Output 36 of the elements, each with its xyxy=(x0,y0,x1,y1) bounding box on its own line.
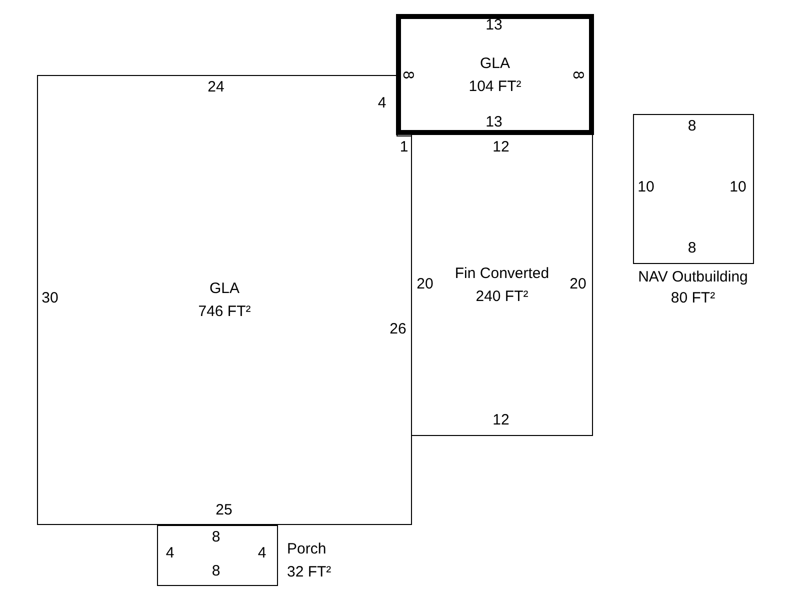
dimension-label: 12 xyxy=(492,140,510,154)
room-outline xyxy=(396,14,594,135)
dimension-label: 30 xyxy=(42,290,58,306)
room-name: Porch xyxy=(287,542,326,556)
dimension-label: 1 xyxy=(400,140,408,154)
room-name: Fin Converted xyxy=(454,264,550,284)
dimension-label: 12 xyxy=(492,412,510,428)
outbuilding-outline xyxy=(633,114,754,264)
area-text: 240 FT² xyxy=(476,287,528,307)
dimension-label: 4 xyxy=(166,546,174,560)
dimension-label: 10 xyxy=(638,180,654,194)
dimension-label: 8 xyxy=(400,70,416,80)
dimension-label: 26 xyxy=(390,322,406,336)
porch-box xyxy=(157,525,278,586)
dimension-label: 4 xyxy=(378,96,386,110)
area-text: 104 FT² xyxy=(468,76,522,96)
dimension-label: 20 xyxy=(570,276,586,292)
dimension-label: 8 xyxy=(212,530,220,544)
room-outline xyxy=(411,134,593,436)
dimension-label: 8 xyxy=(212,564,220,578)
dimension-label: 13 xyxy=(486,18,502,32)
dimension-label: 8 xyxy=(570,70,586,80)
dimension-label: 20 xyxy=(416,276,434,292)
dimension-label: 25 xyxy=(216,502,232,518)
dimension-label: 8 xyxy=(688,240,696,256)
dimension-label: 13 xyxy=(486,114,502,130)
room-name: GLA xyxy=(480,54,510,74)
dimension-label: 24 xyxy=(208,80,224,94)
room-name: GLA xyxy=(209,279,240,299)
room-name: NAV Outbuilding xyxy=(638,270,748,284)
dimension-label: 10 xyxy=(730,180,746,194)
dimension-label: 8 xyxy=(688,118,696,134)
area-text: 746 FT² xyxy=(198,302,251,322)
area-text: 80 FT² xyxy=(670,290,716,306)
area-text: 32 FT² xyxy=(287,564,332,580)
dimension-label: 4 xyxy=(258,546,266,560)
